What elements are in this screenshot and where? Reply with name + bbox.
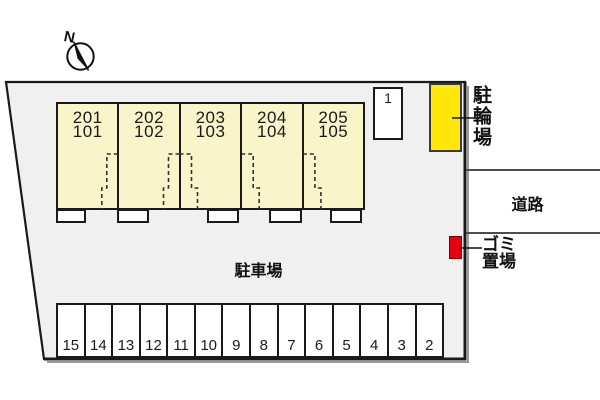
parking-space: 5 — [334, 305, 362, 356]
parking-space-number: 3 — [397, 337, 406, 354]
garbage-box — [449, 236, 462, 259]
bicycle-parking-box — [429, 83, 462, 152]
parking-space-number: 6 — [314, 337, 324, 354]
unit-lower-number: 103 — [195, 121, 226, 141]
road-label: 道路 — [511, 197, 544, 214]
parking-space: 10 — [196, 305, 224, 356]
parking-space-number: 7 — [287, 337, 296, 354]
garbage-label-line1: ゴミ — [482, 235, 516, 254]
parking-space: 14 — [86, 305, 114, 356]
parking-space-number: 9 — [232, 337, 241, 354]
parking-space-number: 15 — [62, 337, 80, 354]
unit-cell: 201 101 — [58, 104, 120, 208]
parking-space: 9 — [223, 305, 252, 356]
apartment-building: 201 101 202 102 203 103 204 104 205 105 — [56, 102, 365, 210]
entrance-porch — [117, 209, 149, 223]
parking-space-number: 8 — [259, 337, 268, 354]
unit-upper-number: 202 — [134, 108, 165, 127]
unit-cell: 205 105 — [304, 104, 363, 208]
unit-lower-number: 101 — [72, 121, 103, 141]
parking-space: 11 — [168, 305, 196, 356]
parking-space: 15 — [58, 305, 86, 356]
parking-space-number: 11 — [173, 337, 189, 354]
parking-row: 15 14 13 12 11 10 9 8 7 6 5 4 3 2 — [56, 303, 444, 358]
parking-space-number: 12 — [145, 337, 162, 354]
unit-lower-number: 102 — [134, 121, 165, 141]
unit-upper-number: 205 — [318, 108, 349, 127]
entrance-porch — [330, 209, 362, 223]
parking-space: 7 — [279, 305, 307, 356]
north-label: N — [62, 28, 77, 47]
parking-space: 6 — [306, 305, 334, 356]
unit-lower-number: 104 — [256, 121, 287, 141]
entrance-porch — [207, 209, 239, 223]
parking-space-number: 13 — [117, 337, 135, 354]
parking-space-number: 5 — [342, 337, 351, 354]
garbage-label-line2: 置場 — [482, 252, 516, 271]
parking-space-number: 10 — [200, 337, 218, 354]
parking-space: 13 — [113, 305, 141, 356]
unit-cell: 203 103 — [181, 104, 243, 208]
bicycle-parking-label: 駐輪場 — [470, 85, 491, 148]
unit-upper-number: 203 — [195, 108, 226, 127]
parking-space: 4 — [361, 305, 389, 356]
parking-space-number: 2 — [425, 337, 434, 354]
unit-lower-number: 105 — [318, 121, 349, 141]
parking-space-1-box: 1 — [373, 87, 403, 140]
parking-lot-label: 駐車場 — [234, 263, 283, 280]
unit-cell: 202 102 — [119, 104, 181, 208]
parking-space-number: 4 — [369, 337, 379, 354]
unit-cell: 204 104 — [242, 104, 304, 208]
parking-space: 12 — [141, 305, 169, 356]
parking-space-number: 14 — [90, 337, 107, 354]
unit-upper-number: 201 — [72, 108, 103, 127]
unit-upper-number: 204 — [256, 108, 287, 127]
entrance-porch — [56, 209, 86, 223]
parking-space: 3 — [389, 305, 417, 356]
entrance-porch — [269, 209, 302, 223]
garbage-label: ゴミ 置場 — [482, 236, 516, 270]
parking-space-number: 1 — [384, 90, 392, 106]
parking-space: 8 — [251, 305, 279, 356]
parking-space: 2 — [417, 305, 443, 356]
